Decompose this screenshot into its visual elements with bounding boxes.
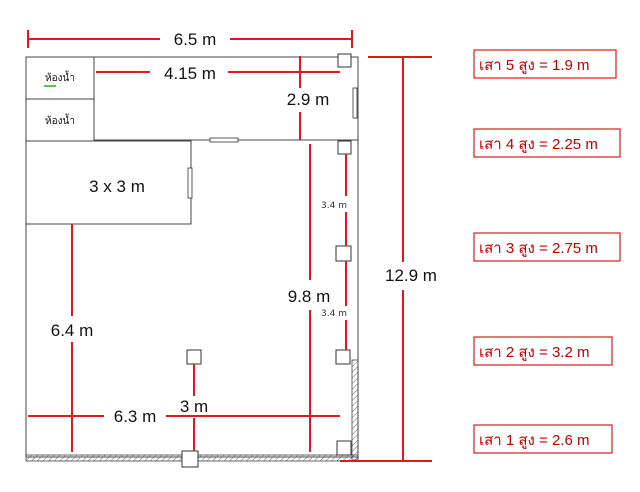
- right-wall-hatch: [351, 359, 359, 461]
- pillar-4-label: เสา 4 สูง = 2.25 m: [479, 136, 598, 153]
- window-right-upper: [352, 87, 358, 119]
- dimension-lines: [27, 30, 432, 462]
- pillar-1: [336, 440, 352, 456]
- pillar-5-box: [473, 49, 617, 79]
- pillar-3: [335, 245, 352, 262]
- pillar-4: [337, 140, 352, 155]
- bathrooms: ห้องน้ำ ห้องน้ำ: [25, 56, 95, 142]
- dim-label-6-3: 6.3 m: [114, 407, 157, 426]
- pillar-1-box: [473, 424, 613, 454]
- pillar-2-label: เสา 2 สูง = 3.2 m: [479, 344, 589, 361]
- dim-label-pillar-gap-lower: 3.4 m: [321, 309, 347, 319]
- door-upper: [209, 137, 239, 143]
- dim-label-6-4: 6.4 m: [51, 321, 94, 340]
- dim-label-9-8: 9.8 m: [288, 287, 331, 306]
- dim-label-pillar-gap-upper: 3.4 m: [321, 201, 347, 211]
- pillar-1-label: เสา 1 สูง = 2.6 m: [479, 432, 589, 449]
- pillar-markers: [181, 53, 352, 468]
- dim-label-12-9: 12.9 m: [385, 266, 437, 285]
- pillar-4-box: [473, 128, 621, 158]
- pillar-center: [186, 349, 202, 365]
- pillar-2-box: [473, 336, 613, 366]
- dim-label-3: 3 m: [180, 397, 208, 416]
- pillar-3-box: [473, 232, 621, 262]
- pillar-5-label: เสา 5 สูง = 1.9 m: [479, 57, 589, 74]
- pillar-height-boxes: เสา 5 สูง = 1.9 m เสา 4 สูง = 2.25 m เสา…: [473, 49, 621, 454]
- room-3x3-label: 3 x 3 m: [89, 177, 145, 196]
- dim-label-2-9: 2.9 m: [287, 90, 330, 109]
- pillar-2: [335, 349, 351, 365]
- dim-label-4-15: 4.15 m: [164, 64, 216, 83]
- pillar-bottom: [181, 450, 199, 468]
- bathroom-1-label: ห้องน้ำ: [45, 70, 75, 84]
- pillar-5: [337, 53, 352, 68]
- window-3x3: [187, 167, 193, 199]
- pillar-3-label: เสา 3 สูง = 2.75 m: [479, 240, 598, 257]
- dimension-labels: 6.5 m 4.15 m 2.9 m 12.9 m 9.8 m 3.4 m 3.…: [51, 30, 437, 426]
- dim-label-6-5: 6.5 m: [174, 30, 217, 49]
- bathroom-2-label: ห้องน้ำ: [45, 113, 75, 127]
